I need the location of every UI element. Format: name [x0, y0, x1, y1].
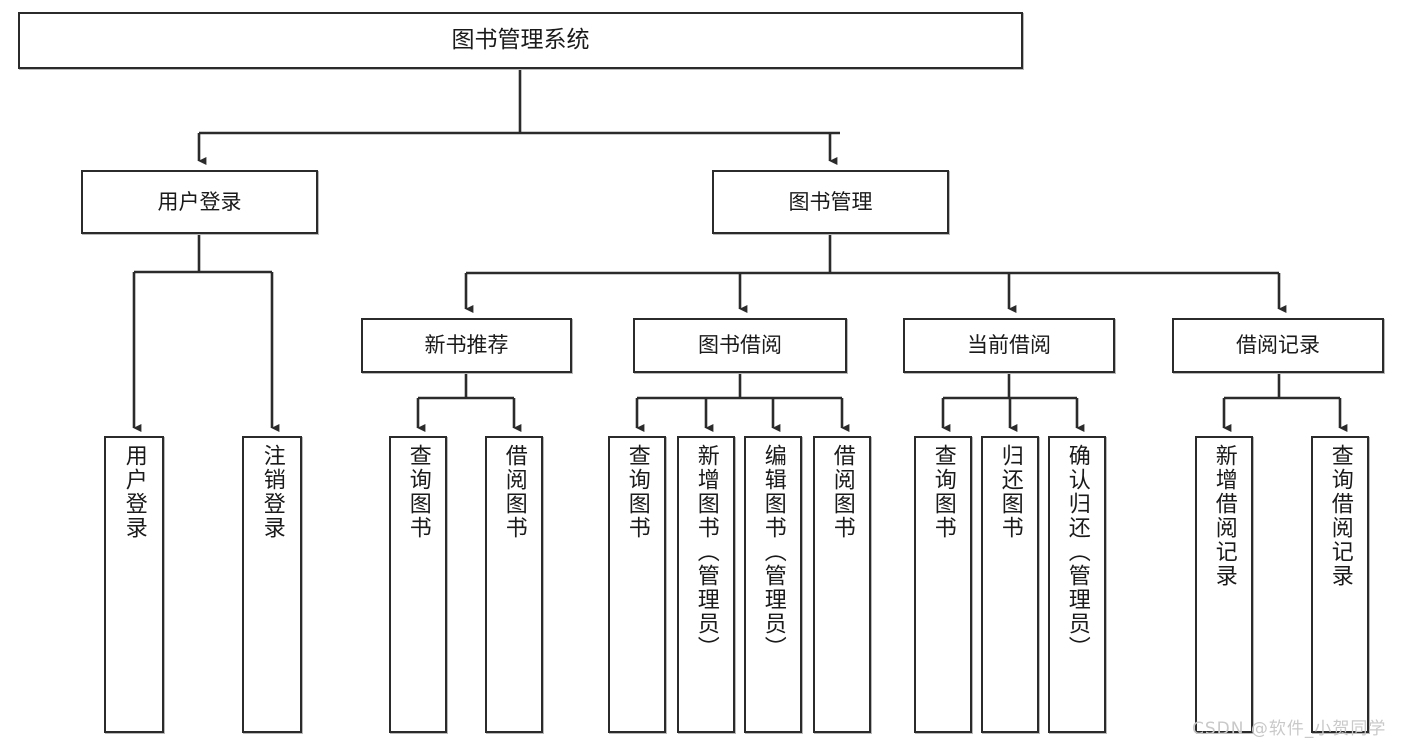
node-label: 查询图书 — [405, 444, 431, 540]
node-leaf-user-login[interactable]: 用户登录 — [104, 436, 164, 733]
node-book-borrow[interactable]: 图书借阅 — [633, 318, 847, 373]
node-borrow-record[interactable]: 借阅记录 — [1172, 318, 1384, 373]
node-label: 查询借阅记录 — [1327, 444, 1353, 588]
node-label: 用户登录 — [121, 444, 147, 540]
node-user-login[interactable]: 用户登录 — [81, 170, 318, 234]
node-leaf-add-book[interactable]: 新增图书（管理员） — [677, 436, 735, 733]
node-label: 借阅图书 — [829, 444, 855, 540]
node-label: 新增借阅记录 — [1211, 444, 1237, 588]
node-label: 注销登录 — [259, 444, 285, 540]
node-leaf-confirm-return[interactable]: 确认归还（管理员） — [1048, 436, 1106, 733]
node-leaf-query-book-3[interactable]: 查询图书 — [914, 436, 972, 733]
node-leaf-edit-book[interactable]: 编辑图书（管理员） — [744, 436, 802, 733]
node-leaf-logout-login[interactable]: 注销登录 — [242, 436, 302, 733]
node-label: 确认归还（管理员） — [1064, 444, 1090, 660]
node-book-management[interactable]: 图书管理 — [712, 170, 949, 234]
node-label: 当前借阅 — [967, 333, 1051, 358]
node-root-system[interactable]: 图书管理系统 — [18, 12, 1023, 69]
node-label: 新书推荐 — [424, 333, 509, 358]
node-new-book-recommend[interactable]: 新书推荐 — [361, 318, 572, 373]
node-label: 借阅图书 — [501, 444, 527, 540]
node-leaf-query-book-2[interactable]: 查询图书 — [608, 436, 666, 733]
node-current-borrow[interactable]: 当前借阅 — [903, 318, 1115, 373]
csdn-watermark: CSDN @软件_小贺同学 — [1192, 719, 1387, 739]
node-label: 用户登录 — [157, 189, 242, 214]
node-leaf-borrow-book-2[interactable]: 借阅图书 — [813, 436, 871, 733]
node-label: 新增图书（管理员） — [693, 444, 719, 660]
node-leaf-return-book[interactable]: 归还图书 — [981, 436, 1039, 733]
node-leaf-borrow-book-1[interactable]: 借阅图书 — [485, 436, 543, 733]
node-label: 查询图书 — [930, 444, 956, 540]
node-leaf-query-book-1[interactable]: 查询图书 — [389, 436, 447, 733]
node-leaf-query-record[interactable]: 查询借阅记录 — [1311, 436, 1369, 733]
node-label: 借阅记录 — [1236, 333, 1320, 358]
node-leaf-add-record[interactable]: 新增借阅记录 — [1195, 436, 1253, 733]
node-label: 图书管理 — [788, 189, 873, 214]
node-label: 图书借阅 — [698, 333, 782, 358]
node-label: 图书管理系统 — [451, 27, 590, 54]
node-label: 编辑图书（管理员） — [760, 444, 786, 660]
node-label: 查询图书 — [624, 444, 650, 540]
node-label: 归还图书 — [997, 444, 1023, 540]
